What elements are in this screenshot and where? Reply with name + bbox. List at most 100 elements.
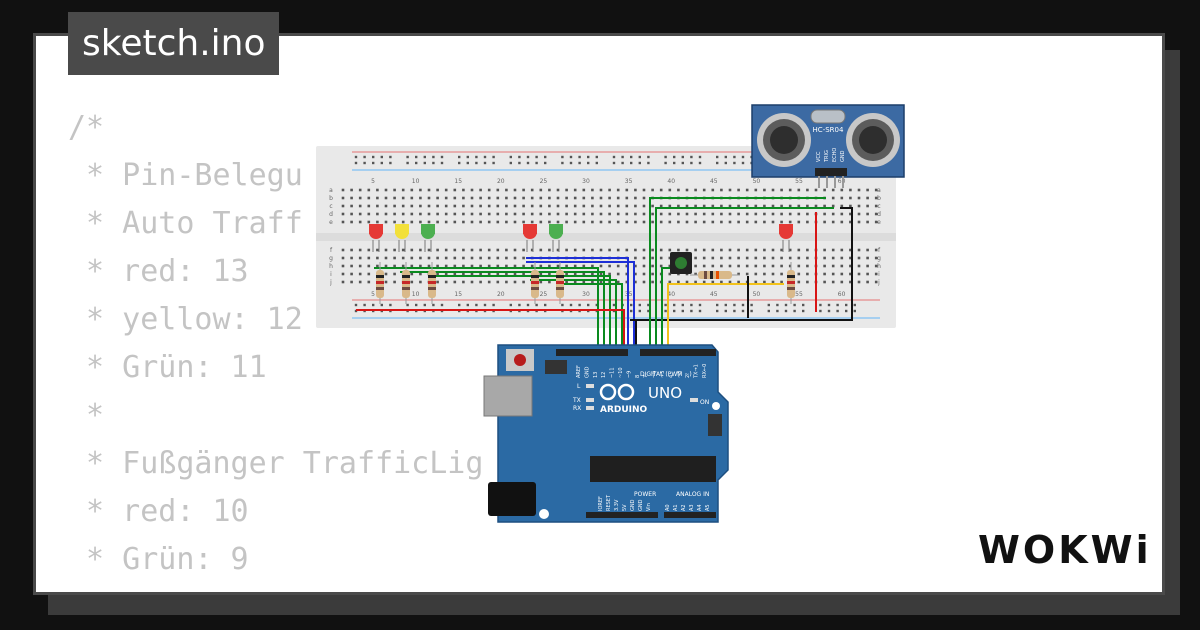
code-line: * Fußgänger TrafficLig xyxy=(68,446,484,481)
sensor-label: HC-SR04 xyxy=(813,126,844,134)
row-letter: c xyxy=(877,203,880,210)
row-letter: a xyxy=(329,187,333,194)
column-number: 5 xyxy=(371,178,375,185)
code-line: /* xyxy=(68,110,105,145)
l-led-label: L xyxy=(577,383,581,390)
column-number: 55 xyxy=(795,178,803,185)
resistor[interactable] xyxy=(531,262,539,304)
led-yellow[interactable] xyxy=(395,224,409,252)
pin-label: RX←0 xyxy=(702,364,708,378)
sensor-pin-label: ECHO xyxy=(832,148,838,162)
column-number: 55 xyxy=(795,291,803,298)
led-green[interactable] xyxy=(549,224,563,252)
wire-green xyxy=(400,271,605,352)
row-letter: e xyxy=(329,219,333,226)
pin-label: A5 xyxy=(705,504,711,511)
row-letter: g xyxy=(877,255,881,262)
microcontroller-chip xyxy=(590,456,716,482)
code-line: * Grün: 9 xyxy=(68,542,249,577)
led-green[interactable] xyxy=(421,224,435,252)
pin-label: ~5 xyxy=(660,371,666,378)
column-number: 20 xyxy=(497,291,505,298)
sketch-filename-badge: sketch.ino xyxy=(68,12,280,75)
code-line: * Grün: 11 xyxy=(68,350,267,385)
row-letter: h xyxy=(329,263,333,270)
pin-label: GND xyxy=(638,499,644,511)
code-line: * red: 10 xyxy=(68,494,249,529)
led-red[interactable] xyxy=(523,224,537,252)
resistor[interactable] xyxy=(402,262,410,304)
code-line: * Auto Traff xyxy=(68,206,303,241)
row-letter: f xyxy=(878,247,881,254)
push-button[interactable] xyxy=(670,252,692,274)
column-number: 30 xyxy=(582,291,590,298)
pin-label: GND xyxy=(584,366,590,378)
led-red[interactable] xyxy=(369,224,383,252)
pin-label: RESET xyxy=(606,494,612,511)
row-letter: c xyxy=(329,203,332,210)
row-letter: b xyxy=(329,195,333,202)
wire-yellow xyxy=(667,283,784,352)
column-number: 25 xyxy=(540,178,548,185)
row-letter: h xyxy=(877,263,881,270)
digital-header xyxy=(556,349,628,356)
row-letter: i xyxy=(330,271,332,278)
pin-label: 12 xyxy=(601,372,607,378)
breadboard-column-numbers: 5 10 15 20 25 30 35 40 45 50 55 60 xyxy=(371,178,846,185)
resistor[interactable] xyxy=(376,262,384,304)
breadboard: 5 10 15 20 25 30 35 40 45 50 55 60 5 10 15 20 25 30 35 40 4… xyxy=(316,146,896,328)
digital-label: DIGITAL (PWM ~) xyxy=(640,371,692,378)
resistor[interactable] xyxy=(787,262,795,304)
wire-green xyxy=(428,275,611,352)
column-number: 20 xyxy=(497,178,505,185)
analog-header xyxy=(664,512,716,518)
pin-label: ~9 xyxy=(626,371,632,378)
column-number: 40 xyxy=(667,291,675,298)
column-number: 45 xyxy=(710,291,718,298)
column-number: 15 xyxy=(454,178,462,185)
column-number: 15 xyxy=(454,291,462,298)
column-number: 35 xyxy=(625,178,633,185)
board-model: UNO xyxy=(648,384,682,402)
row-letter: i xyxy=(878,271,880,278)
pin-label: A3 xyxy=(689,504,695,511)
pin-label: ~3 xyxy=(677,371,683,378)
column-number: 10 xyxy=(412,178,420,185)
breadboard-holes xyxy=(341,155,878,313)
power-jack xyxy=(488,482,536,516)
pin-label: IOREF xyxy=(598,496,604,511)
usb-port xyxy=(483,375,533,417)
pin-label: AREF xyxy=(576,365,582,378)
on-label: ON xyxy=(700,399,709,406)
row-letter: e xyxy=(877,219,881,226)
column-number: 40 xyxy=(667,178,675,185)
resistor[interactable] xyxy=(556,262,564,304)
column-number: 50 xyxy=(753,178,761,185)
column-number: 45 xyxy=(710,178,718,185)
row-letter: f xyxy=(330,247,333,254)
pin-label: 2 xyxy=(685,375,691,378)
wire-blue xyxy=(526,261,635,352)
pin-label: 5V xyxy=(622,504,628,511)
ultrasonic-sensor[interactable]: HC-SR04 VCC TRIG ECHO GND xyxy=(751,104,905,188)
arduino-uno-board[interactable]: UNO ARDUINO DIGITAL (PWM ~) ON L TX RX P… xyxy=(483,344,729,523)
icsp-header xyxy=(708,414,722,436)
pin-label: GND xyxy=(630,499,636,511)
code-line: * yellow: 12 xyxy=(68,302,303,337)
resistor[interactable] xyxy=(690,271,740,279)
resistor[interactable] xyxy=(428,262,436,304)
column-number: 60 xyxy=(838,178,846,185)
pin-label: 3.3V xyxy=(614,499,620,511)
arduino-infinity-icon xyxy=(599,383,617,401)
code-line: * red: 13 xyxy=(68,254,249,289)
sensor-pin-label: GND xyxy=(840,150,846,162)
pin-label: 7 xyxy=(643,375,649,378)
column-number: 30 xyxy=(582,178,590,185)
led-red[interactable] xyxy=(779,224,793,252)
pin-label: Vin xyxy=(646,503,652,511)
